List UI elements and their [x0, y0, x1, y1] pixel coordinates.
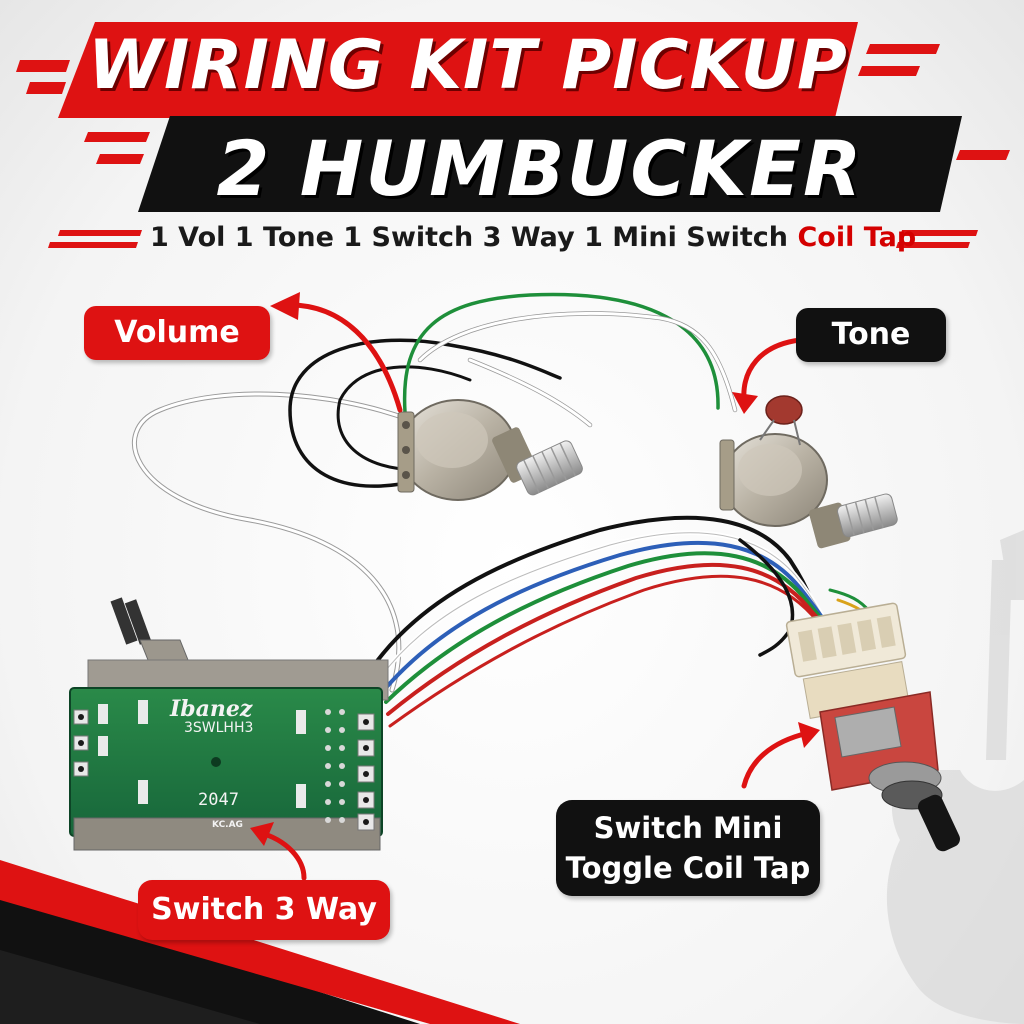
tone-potentiometer	[719, 395, 898, 549]
title-banner-black	[84, 116, 1010, 212]
subtitle: 1 Vol 1 Tone 1 Switch 3 Way 1 Mini Switc…	[150, 222, 916, 253]
arrowheads	[250, 292, 820, 846]
three-way-switch	[69, 597, 389, 851]
title-line-1: WIRING KIT PICKUP	[88, 26, 848, 105]
mini-switch-label-line2: Toggle Coil Tap	[565, 851, 811, 885]
mini-switch-label-line1: Switch Mini	[593, 811, 783, 845]
capacitor	[765, 395, 803, 425]
pcb-brand: Ibanez	[170, 696, 253, 722]
subtitle-dashes	[48, 230, 978, 248]
volume-label: Volume	[84, 306, 270, 360]
mini-switch-label: Switch Mini Toggle Coil Tap	[556, 800, 820, 896]
electric-guitar-icon	[886, 530, 1024, 1024]
tone-label: Tone	[796, 308, 946, 362]
subtitle-main: 1 Vol 1 Tone 1 Switch 3 Way 1 Mini Switc…	[150, 222, 789, 253]
title-line-2: 2 HUMBUCKER	[216, 124, 864, 213]
switch-3-way-label: Switch 3 Way	[138, 880, 390, 940]
pcb-serial: 2047	[198, 790, 239, 810]
volume-potentiometer	[397, 399, 583, 501]
subtitle-highlight: Coil Tap	[797, 222, 917, 253]
corner-swoosh	[0, 860, 520, 1024]
title-banner-red	[16, 22, 940, 118]
pcb-model: 3SWLHH3	[184, 720, 254, 736]
mini-toggle-switch	[785, 602, 960, 852]
pcb-code: KC.AG	[212, 820, 243, 830]
